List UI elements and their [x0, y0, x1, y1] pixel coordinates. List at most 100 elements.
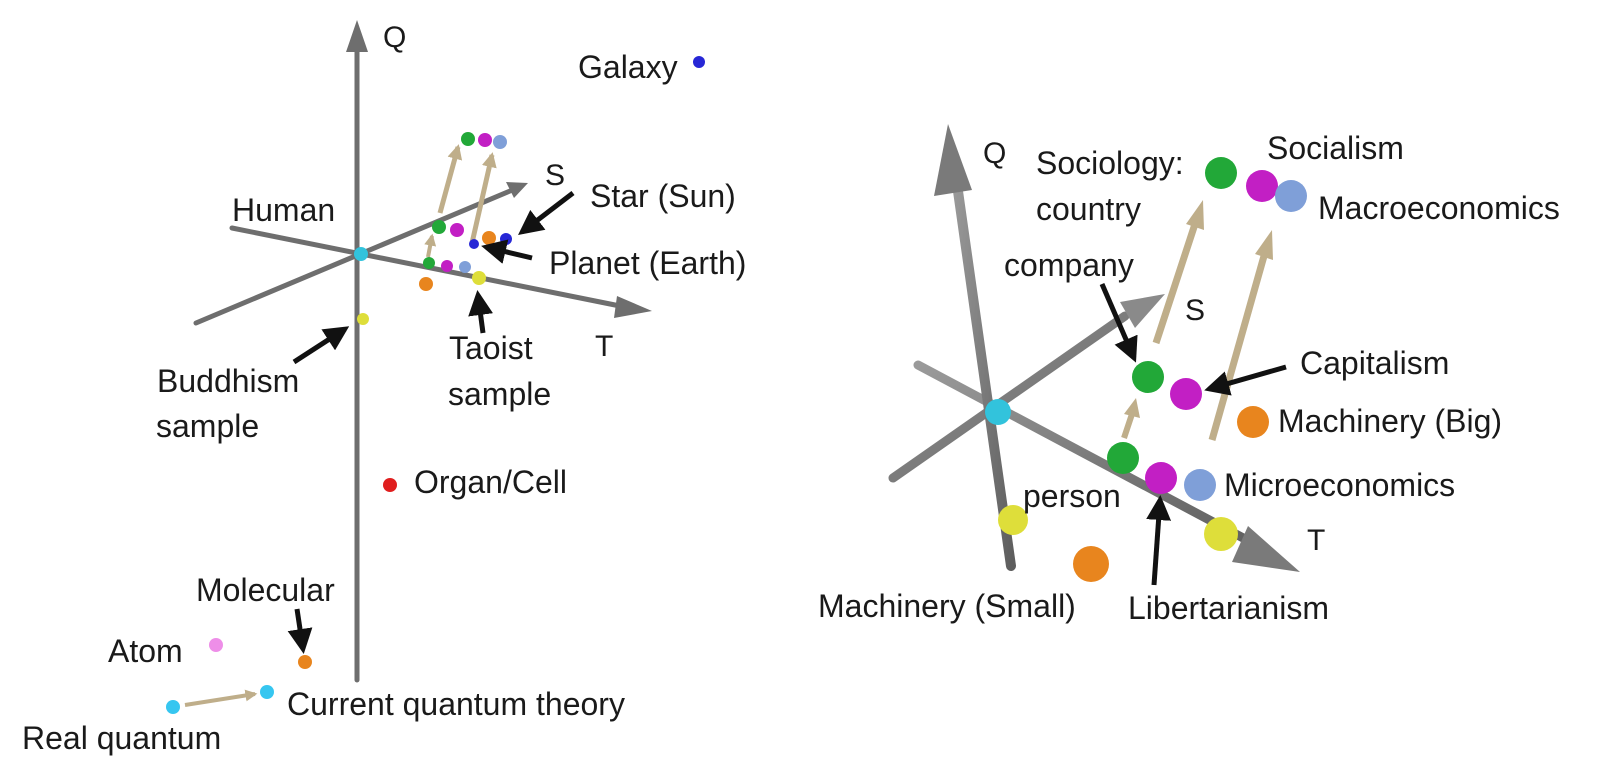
sphere-magenta: [478, 133, 492, 147]
right-s-arrowhead: [1120, 294, 1165, 328]
sphere-taoist: [472, 271, 486, 285]
right-s-axis: [888, 311, 1130, 483]
left-t-arrowhead: [614, 296, 652, 318]
label-socialism: Socialism: [1267, 130, 1404, 166]
label-taoist-line2: sample: [448, 376, 551, 412]
label-machinery-big: Machinery (Big): [1278, 403, 1502, 439]
pointer-arrow-star: [518, 191, 575, 236]
sphere-orange: [419, 277, 433, 291]
sphere-blue-gray: [493, 135, 507, 149]
sphere-libertarianism: [1145, 462, 1177, 494]
sphere-planet: [469, 239, 479, 249]
right-s-axis-label: S: [1185, 294, 1205, 327]
label-buddhism-line1: Buddhism: [157, 363, 299, 399]
label-capitalism: Capitalism: [1300, 345, 1449, 381]
left-s-axis: [193, 188, 513, 326]
label-buddhism-line2: sample: [156, 408, 259, 444]
left-labels: Q S T Galaxy Star (Sun) Human Planet (Ea…: [22, 21, 746, 756]
right-panel: Q S T Sociology: country Socialism Macro…: [818, 124, 1560, 626]
tan-arrow: [424, 233, 437, 258]
label-planet: Planet (Earth): [549, 245, 746, 281]
right-pointer-arrows: [1099, 283, 1287, 586]
left-pointer-arrows: [287, 191, 575, 654]
sphere-person-yellow: [998, 505, 1028, 535]
sphere-galaxy: [693, 56, 705, 68]
sphere-company: [1132, 361, 1164, 393]
label-sociology-line2: country: [1036, 191, 1141, 227]
label-macroeconomics: Macroeconomics: [1318, 190, 1560, 226]
left-t-axis-label: T: [595, 330, 613, 363]
label-microeconomics: Microeconomics: [1224, 467, 1455, 503]
label-person: person: [1023, 478, 1121, 514]
left-s-arrowhead: [506, 182, 528, 198]
sphere-green: [423, 257, 435, 269]
right-tan-arrows: [1121, 200, 1273, 441]
sphere-microeconomics: [1184, 469, 1216, 501]
tan-arrowhead: [1124, 398, 1140, 418]
sphere-person-green: [1107, 442, 1139, 474]
label-molecular: Molecular: [196, 572, 335, 608]
sphere-green: [461, 132, 475, 146]
pointer-arrow-planet: [481, 239, 533, 264]
pointer-arrow-taoist: [468, 290, 494, 334]
label-current-quantum: Current quantum theory: [287, 686, 625, 722]
sphere-machinery-small: [1073, 546, 1109, 582]
right-t-arrowhead: [1232, 526, 1300, 572]
label-company: company: [1004, 247, 1134, 283]
sphere-real-quantum: [166, 700, 180, 714]
sphere-human: [354, 247, 368, 261]
sphere-magenta: [441, 260, 453, 272]
label-organ: Organ/Cell: [414, 464, 567, 500]
label-human: Human: [232, 192, 335, 228]
sphere-orange: [482, 231, 496, 245]
label-galaxy: Galaxy: [578, 49, 678, 85]
label-sociology-line1: Sociology:: [1036, 145, 1184, 181]
sphere-organ: [383, 478, 397, 492]
sphere-yellow: [1204, 517, 1238, 551]
sphere-current-quantum: [260, 685, 274, 699]
left-q-axis-label: Q: [383, 21, 406, 54]
left-spheres: [166, 56, 705, 714]
pointer-arrow-libertarianism: [1146, 495, 1172, 586]
tan-arrow: [1208, 255, 1268, 441]
label-machinery-small: Machinery (Small): [818, 588, 1076, 624]
right-labels: Q S T Sociology: country Socialism Macro…: [818, 130, 1560, 626]
sphere-buddhism: [357, 313, 369, 325]
tan-arrowhead: [1186, 200, 1204, 230]
pointer-arrow-capitalism: [1204, 364, 1287, 396]
left-s-axis-label: S: [545, 159, 565, 192]
tan-arrow: [1152, 222, 1199, 345]
sphere-macroeconomics: [1275, 180, 1307, 212]
left-panel: Q S T Galaxy Star (Sun) Human Planet (Ea…: [22, 20, 746, 756]
right-spheres: [985, 157, 1307, 582]
left-q-arrowhead: [346, 20, 368, 52]
right-q-axis-label: Q: [983, 137, 1006, 170]
tan-arrow: [469, 152, 497, 244]
right-t-axis-label: T: [1307, 524, 1325, 557]
tan-arrow: [437, 144, 463, 214]
sphere-machinery-big: [1237, 406, 1269, 438]
sphere-socialism: [1246, 170, 1278, 202]
label-real-quantum: Real quantum: [22, 720, 221, 756]
sphere-sociology: [1205, 157, 1237, 189]
pointer-arrow-company: [1099, 283, 1138, 363]
sphere-origin: [985, 399, 1011, 425]
label-star: Star (Sun): [590, 178, 736, 214]
right-t-axis: [913, 360, 1267, 553]
right-q-axis: [950, 165, 1016, 571]
sphere-capitalism: [1170, 378, 1202, 410]
pointer-arrow-molecular: [287, 608, 313, 654]
label-libertarianism: Libertarianism: [1128, 590, 1329, 626]
sphere-blue-gray: [459, 261, 471, 273]
sphere-green: [432, 220, 446, 234]
right-axes: [888, 124, 1300, 572]
right-q-arrowhead: [934, 124, 972, 196]
sphere-magenta: [450, 223, 464, 237]
tan-arrowhead: [1255, 230, 1273, 260]
sphere-molecular: [298, 655, 312, 669]
label-taoist-line1: Taoist: [449, 330, 533, 366]
tan-arrow: [184, 689, 258, 707]
sphere-star: [500, 233, 512, 245]
left-tan-arrows: [184, 144, 497, 707]
